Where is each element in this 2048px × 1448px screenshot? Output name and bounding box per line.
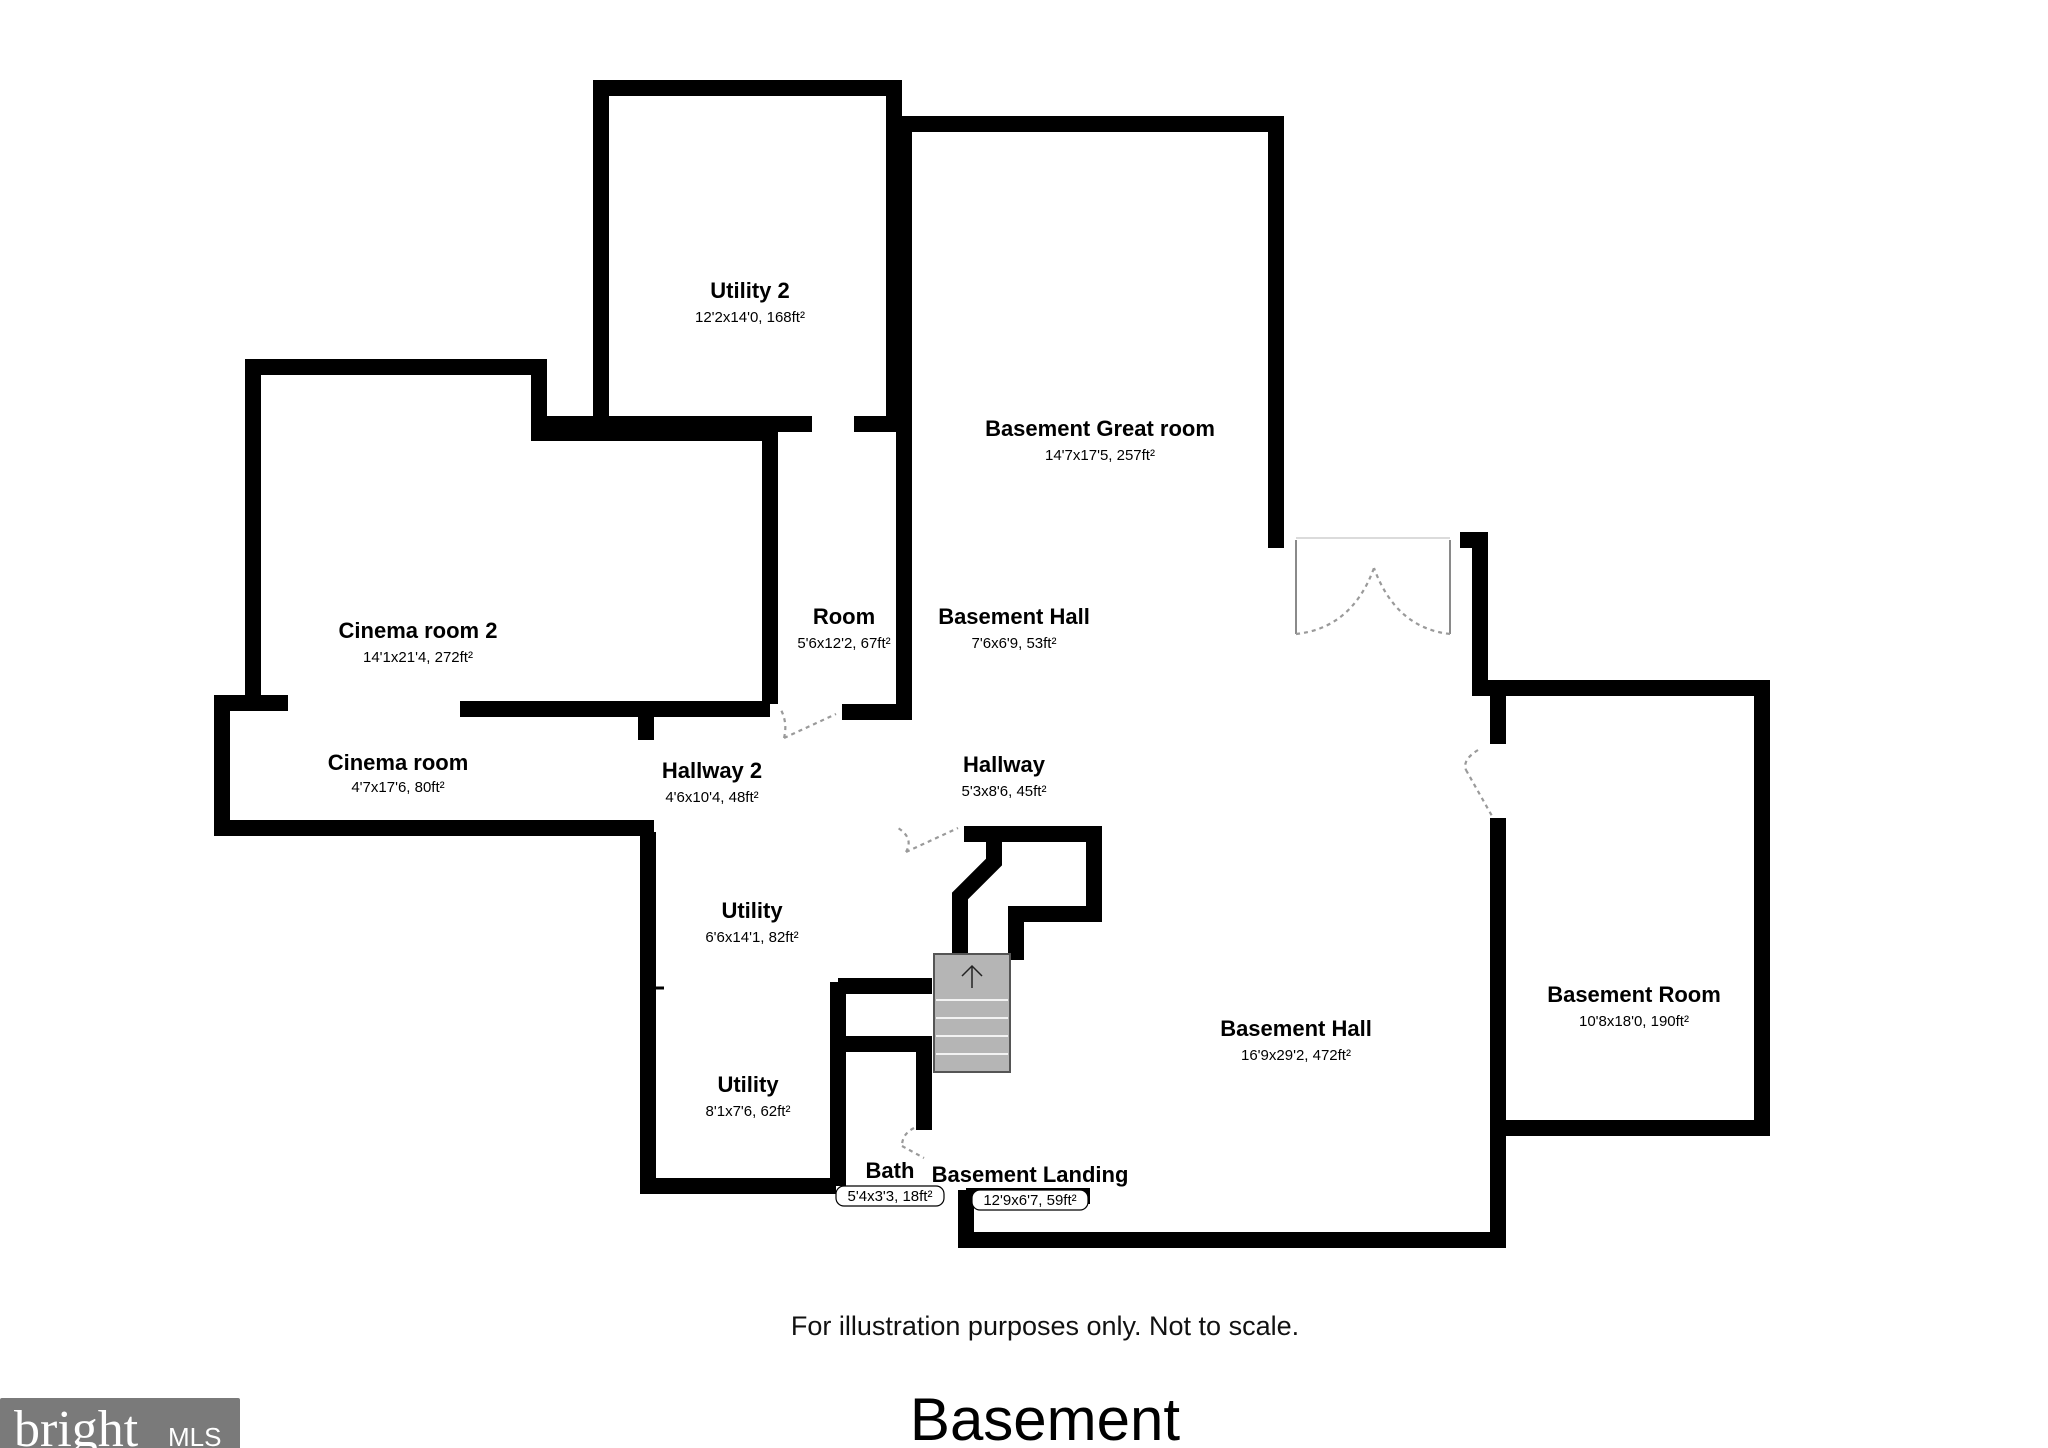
door-bath	[900, 1127, 925, 1159]
wall-utility-block	[640, 832, 836, 1194]
room-name: Basement Room	[1547, 982, 1721, 1007]
wall-stair-core	[952, 826, 1102, 960]
room-dims: 16'9x29'2, 472ft²	[1241, 1047, 1351, 1064]
room-name: Utility 2	[710, 278, 789, 303]
room-dims: 5'4x3'3, 18ft²	[848, 1188, 933, 1205]
wall-cinema-room	[214, 695, 654, 836]
room-dims: 14'7x17'5, 257ft²	[1045, 447, 1155, 464]
arrow-up-icon	[961, 964, 983, 988]
landing-dims-box	[971, 1189, 1089, 1211]
logo-mls: MLS	[168, 1422, 221, 1448]
room-dims: 5'3x8'6, 45ft²	[962, 783, 1047, 800]
room-name: Cinema room 2	[339, 618, 498, 643]
room-name: Room	[813, 604, 875, 629]
walls	[214, 80, 1770, 1248]
room-labels: Utility 2 12'2x14'0, 168ft² Basement Gre…	[328, 278, 1721, 1211]
room-name: Hallway 2	[662, 758, 762, 783]
wall-great-room	[896, 116, 1284, 720]
room-dims: 10'8x18'0, 190ft²	[1579, 1013, 1689, 1030]
door-utility	[897, 827, 959, 853]
room-dims: 12'9x6'7, 59ft²	[983, 1192, 1076, 1209]
wall-utility-2	[593, 80, 904, 432]
stairs	[933, 953, 1011, 1073]
room-dims: 6'6x14'1, 82ft²	[705, 929, 798, 946]
room-dims: 7'6x6'9, 53ft²	[972, 635, 1057, 652]
room-name: Basement Great room	[985, 416, 1215, 441]
room-name: Utility	[721, 898, 783, 923]
room-name: Bath	[866, 1158, 915, 1183]
wall-basement-room	[1490, 680, 1770, 1136]
doors	[652, 537, 1493, 1159]
room-name: Utility	[717, 1072, 779, 1097]
wall-cinema-room-2	[245, 359, 778, 704]
logo-brand: bright	[14, 1401, 139, 1448]
room-dims: 12'2x14'0, 168ft²	[695, 309, 805, 326]
room-dims: 4'6x10'4, 48ft²	[665, 789, 758, 806]
door-french-arc-left	[1295, 567, 1376, 636]
room-name: Cinema room	[328, 750, 469, 775]
room-name: Basement Landing	[932, 1162, 1129, 1187]
disclaimer-text: For illustration purposes only. Not to s…	[791, 1311, 1299, 1341]
room-dims: 4'7x17'6, 80ft²	[351, 779, 444, 796]
bath-dims-box	[835, 1185, 945, 1207]
room-dims: 8'1x7'6, 62ft²	[706, 1103, 791, 1120]
room-name: Basement Hall	[938, 604, 1090, 629]
room-name: Hallway	[963, 752, 1046, 777]
room-dims: 5'6x12'2, 67ft²	[797, 635, 890, 652]
door-basement-room	[1464, 749, 1493, 817]
door-french-arc-right	[1372, 567, 1451, 636]
wall-basement-hall-east	[958, 818, 1506, 1248]
bright-mls-logo: bright MLS	[0, 1398, 240, 1448]
room-name: Basement Hall	[1220, 1016, 1372, 1041]
level-title: Basement	[910, 1386, 1180, 1448]
room-dims: 14'1x21'4, 272ft²	[363, 649, 473, 666]
door-room	[779, 707, 837, 739]
